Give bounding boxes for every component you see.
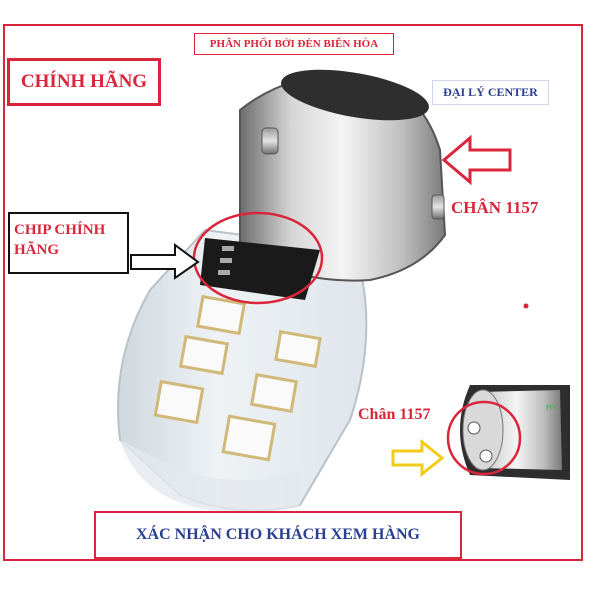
genuine-label: CHÍNH HÃNG: [7, 58, 161, 106]
arrow-left-icon: [441, 134, 512, 186]
inset-base-photo: HY: [460, 385, 570, 480]
svg-text:HY: HY: [546, 403, 557, 412]
base-end-cap: [281, 69, 429, 121]
base-1157-lower-label: Chân 1157: [358, 406, 431, 423]
genuine-chip-label: CHIP CHÍNH HÃNG: [8, 212, 129, 274]
driver-chip: [200, 238, 320, 300]
led-chips: [153, 294, 322, 462]
arrow-right-icon: [391, 438, 445, 478]
arrow-right-icon: [130, 243, 200, 280]
center-agent-label: ĐẠI LÝ CENTER: [432, 80, 549, 105]
confirm-label: XÁC NHẬN CHO KHÁCH XEM HÀNG: [94, 511, 462, 559]
image-border-frame: [3, 24, 583, 561]
base-1157-upper-label: CHÂN 1157: [451, 198, 539, 217]
pin-highlight-circle: [446, 400, 522, 476]
distributor-label: PHÂN PHỐI BỞI ĐÈN BIÊN HÒA: [194, 33, 394, 55]
